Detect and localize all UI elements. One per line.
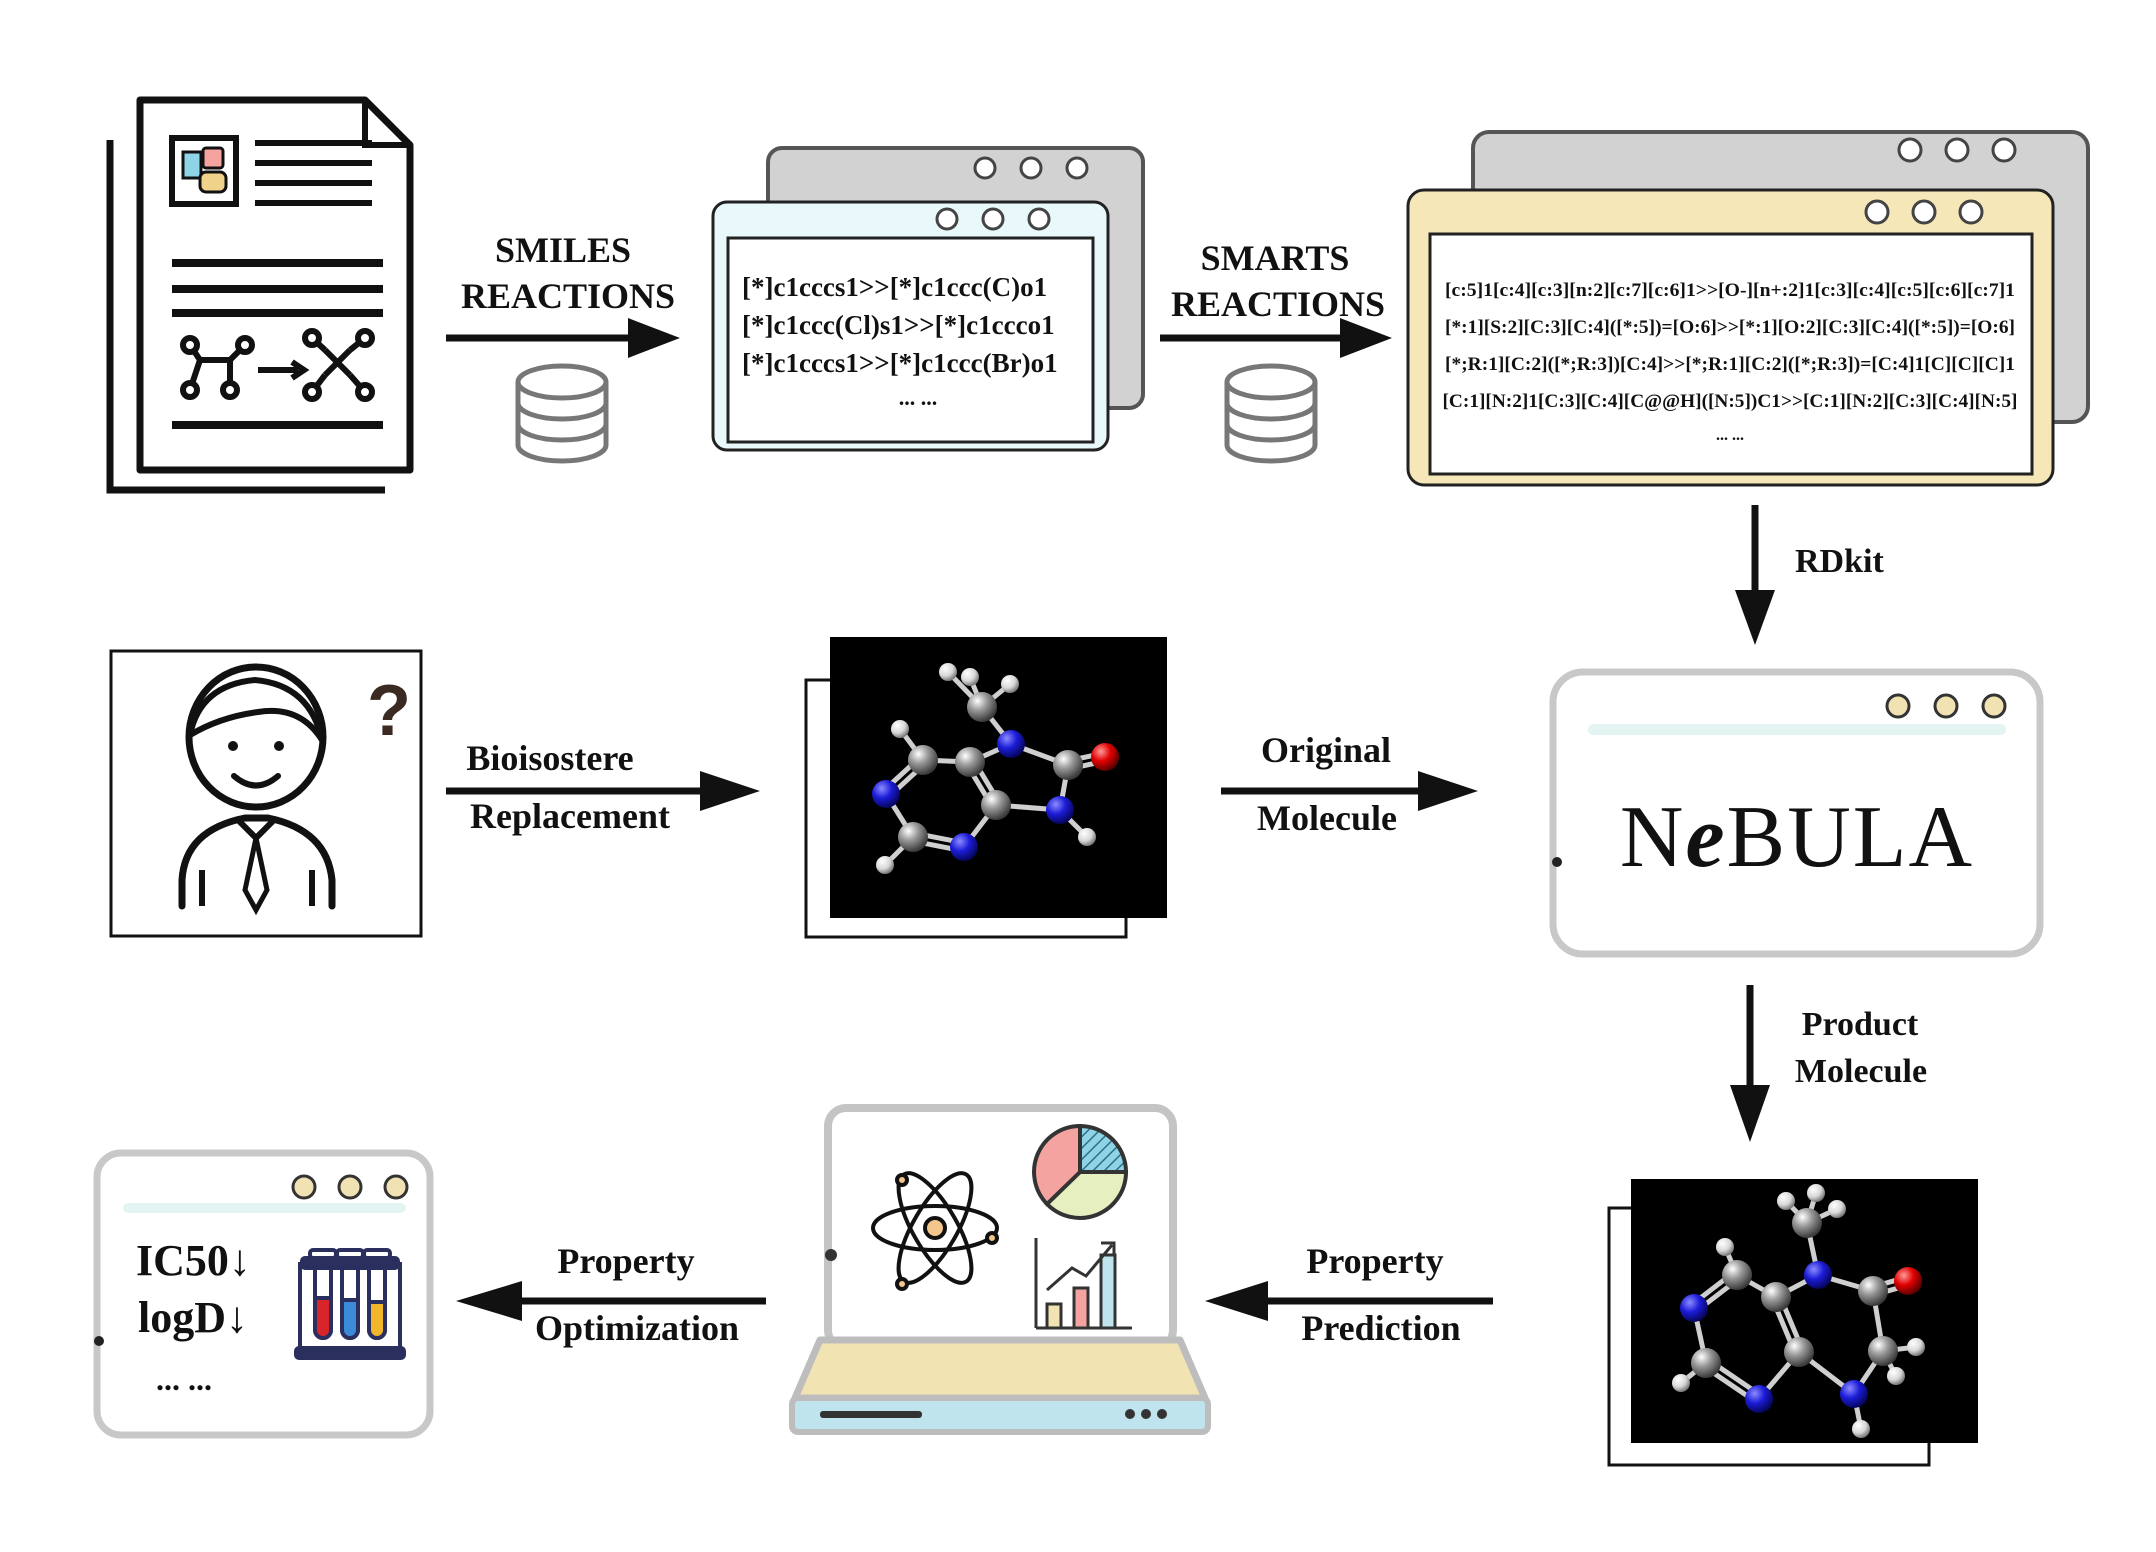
molecule-atom (1887, 1367, 1905, 1385)
original-label-line1: Original (1261, 730, 1391, 770)
molecule-atom (1680, 1294, 1708, 1322)
smarts-line-2: [*:1][S:2][C:3][C:4]([*:5])=[O:6]>>[*:1]… (1445, 317, 2015, 338)
original-label-line2: Molecule (1257, 798, 1397, 838)
smarts-label-line1: SMARTS (1201, 238, 1350, 278)
smarts-line-4: [C:1][N:2]1[C:3][C:4][C@@H]([N:5])C1>>[C… (1443, 391, 2018, 412)
nebula-window: NeBULA (1549, 668, 2044, 958)
result-ellipsis: ... ... (156, 1361, 212, 1397)
laptop-analysis-icon (789, 1104, 1211, 1435)
molecule-atom (1745, 1385, 1773, 1413)
atom-icon (871, 1171, 999, 1291)
molecule-atom (872, 780, 900, 808)
arrow-product-molecule (1730, 985, 1770, 1142)
molecule-atom (1091, 743, 1119, 771)
prediction-label-line2: Prediction (1301, 1308, 1460, 1348)
molecule-atom (1907, 1338, 1925, 1356)
arrow-bioisostere (446, 771, 760, 811)
smiles-label-line1: SMILES (495, 230, 631, 270)
molecule-atom (1672, 1374, 1690, 1392)
molecule-atom (967, 692, 997, 722)
bioisostere-label-line1: Bioisostere (466, 738, 633, 778)
reaction-scheme-icon (180, 328, 375, 402)
molecule-atom (1001, 675, 1019, 693)
molecule-atom (1716, 1238, 1734, 1256)
molecule-atom (908, 745, 938, 775)
original-molecule-image (804, 637, 1167, 939)
molecule-atom (1804, 1261, 1832, 1289)
molecule-atom (1777, 1192, 1795, 1210)
results-window: IC50↓ logD↓ ... ... (93, 1149, 434, 1439)
molecule-atom (1858, 1276, 1888, 1306)
database-icon (515, 363, 609, 464)
arrow-smarts (1160, 318, 1392, 358)
smiles-label-line2: REACTIONS (461, 276, 675, 316)
product-label-line2: Molecule (1795, 1053, 1927, 1090)
molecule-atom (955, 747, 985, 777)
molecule-atom (1807, 1184, 1825, 1202)
product-label-line1: Product (1802, 1006, 1919, 1043)
smarts-reactions-window: [c:5]1[c:4][c:3][n:2][c:7][c:6]1>>[O-][n… (1406, 130, 2090, 487)
molecule-atom (1053, 750, 1083, 780)
product-molecule-image (1607, 1179, 1978, 1467)
arrow-smiles (446, 318, 680, 358)
arrow-rdkit (1735, 505, 1775, 645)
optimization-label-line2: Optimization (535, 1308, 739, 1348)
arrow-property-optimization (456, 1281, 766, 1321)
arrow-property-prediction (1205, 1281, 1493, 1321)
arrow-original-molecule (1221, 771, 1478, 811)
molecule-atom (950, 833, 978, 861)
prediction-label-line1: Property (1306, 1241, 1443, 1281)
paper-document-icon (106, 96, 414, 494)
smiles-line-2: [*]c1ccc(Cl)s1>>[*]c1ccco1 (742, 310, 1055, 340)
molecule-atom (1078, 828, 1096, 846)
molecule-atom (997, 730, 1025, 758)
nebula-logo-text: NeBULA (1620, 789, 1974, 886)
researcher-question-icon: ? (109, 649, 423, 938)
result-logd: logD↓ (138, 1293, 248, 1342)
molecule-atom (891, 720, 909, 738)
test-tubes-icon (294, 1248, 406, 1360)
molecule-atom (981, 790, 1011, 820)
result-ic50: IC50↓ (136, 1236, 251, 1285)
rdkit-label: RDkit (1795, 543, 1884, 580)
molecule-3d-model (1672, 1184, 1925, 1438)
database-icon (1224, 363, 1318, 464)
molecule-atom (1784, 1337, 1814, 1367)
molecule-atom (1868, 1336, 1898, 1366)
molecule-atom (876, 856, 894, 874)
molecule-3d-model (872, 663, 1119, 874)
optimization-label-line1: Property (557, 1241, 694, 1281)
molecule-atom (1761, 1282, 1791, 1312)
bioisostere-label-line2: Replacement (470, 796, 670, 836)
molecule-atom (898, 822, 928, 852)
smiles-line-1: [*]c1cccs1>>[*]c1ccc(C)o1 (742, 272, 1047, 302)
molecule-atom (961, 668, 979, 686)
smarts-line-1: [c:5]1[c:4][c:3][n:2][c:7][c:6]1>>[O-][n… (1445, 280, 2015, 301)
smarts-ellipsis: ... ... (1716, 427, 1744, 444)
bar-chart-icon (1034, 1238, 1132, 1330)
question-mark-icon: ? (367, 671, 411, 751)
smiles-line-3: [*]c1cccs1>>[*]c1ccc(Br)o1 (742, 348, 1058, 378)
molecule-atom (939, 663, 957, 681)
molecule-atom (1852, 1420, 1870, 1438)
molecule-atom (1828, 1200, 1846, 1218)
molecule-atom (1691, 1348, 1721, 1378)
molecule-atom (1894, 1267, 1922, 1295)
pie-chart-icon (1032, 1123, 1129, 1220)
smiles-reactions-window: [*]c1cccs1>>[*]c1ccc(C)o1 [*]c1ccc(Cl)s1… (711, 146, 1145, 452)
molecule-atom (1722, 1260, 1752, 1290)
molecule-atom (1792, 1208, 1822, 1238)
smarts-label-line2: REACTIONS (1171, 284, 1385, 324)
smarts-line-3: [*;R:1][C:2]([*;R:3])[C:4]>>[*;R:1][C:2]… (1445, 354, 2015, 375)
molecule-atom (1046, 796, 1074, 824)
smiles-ellipsis: ... ... (899, 385, 938, 410)
molecule-atom (1840, 1380, 1868, 1408)
